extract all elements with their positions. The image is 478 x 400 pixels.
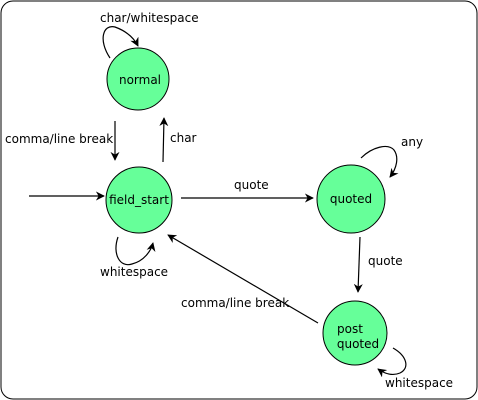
transition-post-quoted-to-field-start-arrow: [167, 234, 319, 324]
transition-quoted-to-post-quoted-arrow: [353, 236, 363, 293]
state-post-quoted-circle: [322, 300, 388, 366]
state-post-quoted: post quoted: [322, 300, 388, 366]
transition-field-start-self-arrow: [115, 236, 156, 266]
state-normal: normal: [106, 47, 170, 111]
state-quoted: quoted: [316, 164, 386, 234]
transition-field-start-self-label: whitespace: [100, 265, 168, 279]
transition-field-start-to-normal-arrow: [159, 117, 169, 163]
transition-quoted-to-post-quoted-label: quote: [368, 254, 403, 268]
transition-field-start-to-quoted-label: quote: [234, 178, 269, 192]
transition-quoted-self-arrow: [360, 145, 399, 178]
state-field-start: field_start: [105, 166, 173, 234]
transition-normal-self-arrow: [102, 26, 139, 59]
transition-post-quoted-to-field-start-label: comma/line break: [181, 296, 289, 310]
transition-quoted-self-label: any: [401, 135, 423, 149]
transition-normal-self-label: char/whitespace: [100, 11, 199, 25]
transition-normal-to-field-start-label: comma/line break: [5, 132, 113, 146]
state-normal-circle: [106, 47, 170, 111]
state-post-quoted-label-line1: post: [337, 322, 363, 336]
state-normal-label: normal: [119, 73, 161, 87]
transition-post-quoted-self-arrow: [377, 347, 407, 378]
state-quoted-circle: [316, 164, 386, 234]
state-field-start-circle: [105, 166, 173, 234]
state-field-start-label: field_start: [109, 193, 169, 207]
state-post-quoted-label-line2: quoted: [337, 337, 379, 351]
transition-post-quoted-self-label: whitespace: [385, 376, 453, 390]
state-quoted-label: quoted: [330, 192, 372, 206]
transition-field-start-to-normal-label: char: [170, 131, 197, 145]
